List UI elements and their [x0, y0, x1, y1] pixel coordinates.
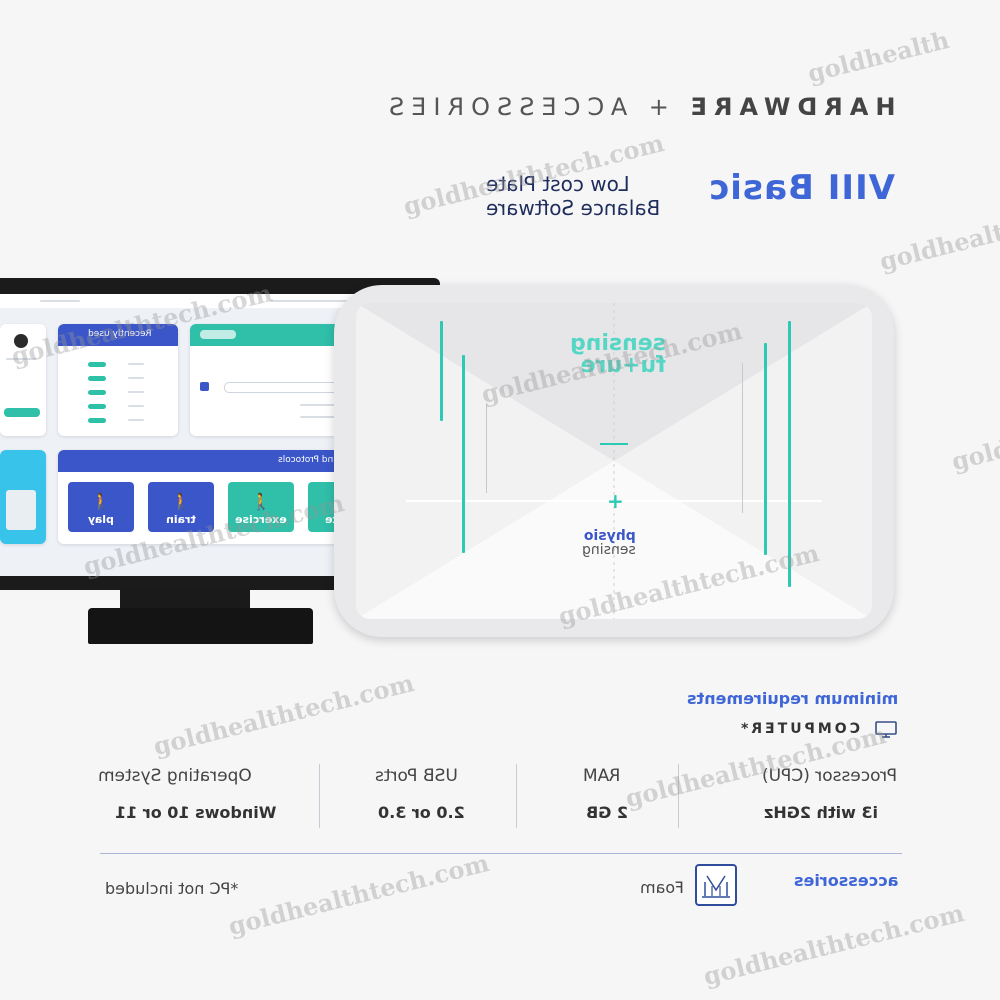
accessories-title: accessories [793, 871, 898, 890]
section-divider [100, 853, 902, 854]
tagline-line-2: Balance Software [485, 196, 660, 220]
promo-card [0, 450, 46, 544]
guide-line [486, 403, 487, 493]
watermark: goldhealth [876, 212, 1000, 277]
spec-value-usb: 2.0 or 3.0 [378, 803, 465, 822]
spec-label-ram: RAM [583, 766, 621, 786]
spec-divider [678, 764, 679, 828]
plate-bottom-triangle [356, 461, 872, 619]
spec-value-cpu: i3 with 2GHz [763, 803, 878, 822]
watermark: goldhealthtech.com [700, 898, 967, 991]
sensor-line [462, 355, 465, 553]
requirements-title: minimum requirements [686, 689, 898, 708]
watermark: goldhealthtech.com [225, 848, 492, 941]
board-logo-bottom: physio sensing [582, 528, 636, 558]
tile-play[interactable]: 🚶play [68, 482, 134, 532]
spec-label-os: Operating System [98, 766, 252, 786]
sensor-line [788, 321, 791, 587]
product-name: VIII Basic [707, 168, 895, 208]
spec-divider [516, 764, 517, 828]
section-title: HARDWARE + ACCESSORIES [381, 93, 895, 121]
guide-line [742, 363, 743, 513]
foam-pad-icon [695, 864, 737, 906]
spec-value-os: Windows 10 or 11 [115, 803, 277, 822]
plate-graphics [356, 303, 872, 619]
recently-used-card: Recently used [58, 324, 178, 436]
sensor-line [764, 343, 767, 555]
watermark: goldhealth [804, 24, 952, 89]
profile-card [0, 324, 46, 436]
monitor-stand-neck [120, 590, 250, 612]
tile-train[interactable]: 🚶train [148, 482, 214, 532]
accessory-foam-label: Foam [640, 878, 684, 897]
monitor-icon [874, 720, 898, 744]
watermark: goldhealthtech.com [150, 668, 417, 761]
watermark: goldhealth [948, 412, 1000, 477]
monitor-stand-base [88, 608, 313, 644]
protocols-card: s and Protocols 🚶play 🚶train 🚶exercise 🚶… [58, 450, 358, 544]
assessment-card [190, 324, 350, 436]
pc-not-included-note: *PC not included [105, 879, 239, 898]
board-plus-mark: + [607, 489, 624, 513]
spec-label-usb: USB Ports [375, 766, 458, 786]
tile-exercise[interactable]: 🚶exercise [228, 482, 294, 532]
spec-divider [319, 764, 320, 828]
avatar [14, 334, 28, 348]
spec-value-ram: 2 GB [586, 803, 629, 822]
sensor-line [440, 321, 443, 421]
